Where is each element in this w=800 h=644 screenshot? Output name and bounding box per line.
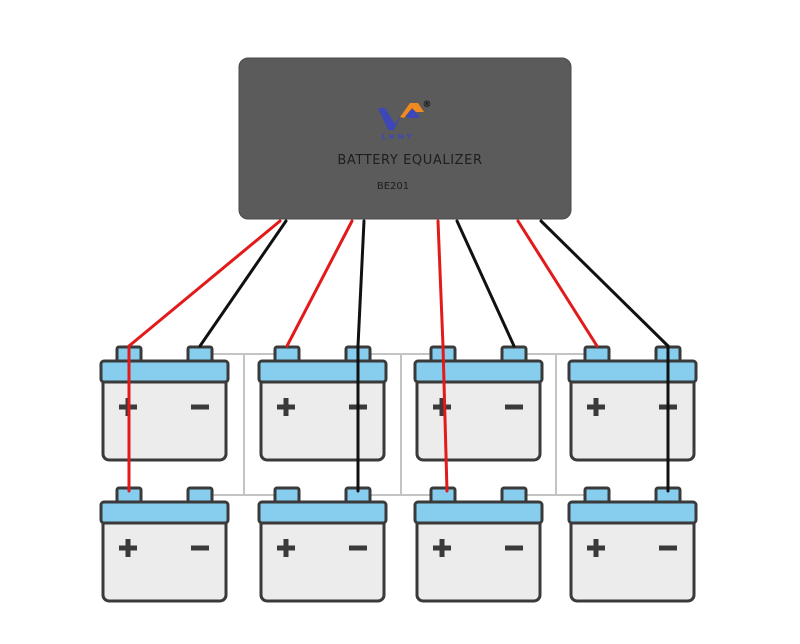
battery-cap [413,500,544,525]
battery [567,345,698,462]
equalizer-wires [127,219,670,493]
minus-icon [349,545,367,551]
lhny-logo-icon [378,103,424,130]
battery-cap [257,500,388,525]
battery-cap [413,359,544,384]
battery-bank [99,345,698,603]
positive-wire [441,344,449,493]
battery-body [259,374,386,462]
negative-wire [198,219,288,348]
positive-wire [285,219,354,348]
negative-wire [539,219,670,348]
battery-cap [567,359,698,384]
battery-body [569,374,696,462]
minus-icon [505,545,523,551]
positive-wire [127,219,282,348]
equalizer-device: LHNY ® BATTERY EQUALIZER BE201 [238,57,572,220]
battery-body [259,515,386,603]
battery-cap [567,500,698,525]
battery [257,345,388,462]
minus-icon [191,404,209,410]
plus-icon [433,539,451,557]
minus-icon [191,545,209,551]
positive-wire [516,219,599,348]
battery-body [569,515,696,603]
plus-icon [587,539,605,557]
battery-body [415,374,542,462]
series-links [212,353,585,496]
battery [567,486,698,603]
plus-icon [277,539,295,557]
battery [413,345,544,462]
negative-wire [455,219,516,348]
battery [413,486,544,603]
battery-cap [99,500,230,525]
device-title: BATTERY EQUALIZER [337,153,482,168]
battery-cap [99,359,230,384]
plus-icon [433,398,451,416]
plus-icon [119,539,137,557]
battery [99,486,230,603]
battery-body [101,374,228,462]
minus-icon [505,404,523,410]
battery [257,486,388,603]
battery-body [101,515,228,603]
battery-cap [257,359,388,384]
plus-icon [277,398,295,416]
negative-wire [356,219,366,348]
positive-wire [436,219,445,348]
battery-body [415,515,542,603]
brand-text: LHNY [381,133,414,141]
battery [99,345,230,462]
plus-icon [587,398,605,416]
device-body [238,57,572,220]
minus-icon [659,545,677,551]
registered-mark: ® [423,100,432,110]
device-model: BE201 [377,181,409,192]
